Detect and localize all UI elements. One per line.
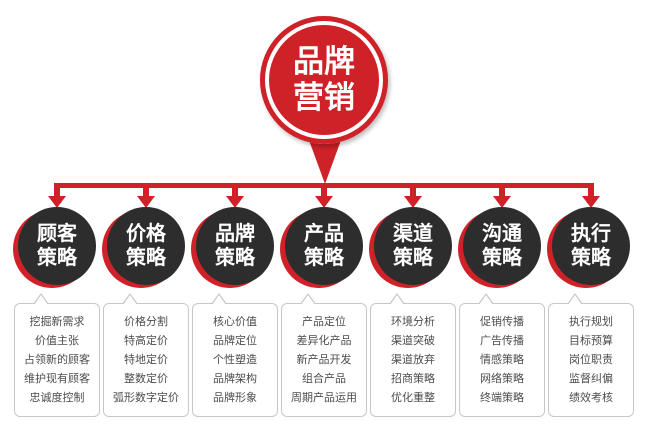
- strategy-bubble: 核心价值 品牌定位 个性塑造 品牌架构 品牌形象: [192, 293, 278, 417]
- down-arrow-head-icon: [315, 196, 333, 208]
- bubble-item: 品牌架构: [213, 373, 257, 385]
- bubble-item: 维护现有顾客: [24, 373, 90, 385]
- bubble-item: 岗位职责: [569, 354, 613, 366]
- strategy-circle: 执行 策略: [552, 207, 630, 285]
- bubble-item: 周期产品运用: [291, 392, 357, 404]
- bubble-item: 特地定价: [124, 354, 168, 366]
- down-arrow-head-icon: [493, 196, 511, 208]
- down-arrow: [499, 183, 505, 197]
- strategy-column-price: 价格 策略 价格分割 特高定价 特地定价 整数定价 弧形数字定价: [102, 183, 190, 428]
- bubble-item: 差异化产品: [296, 335, 352, 347]
- bubble-item: 忠诚度控制: [29, 392, 85, 404]
- strategy-circle: 价格 策略: [107, 207, 185, 285]
- bubble-item: 环境分析: [391, 316, 435, 328]
- bubble-item: 广告传播: [480, 335, 524, 347]
- down-arrow: [232, 183, 238, 197]
- bubble-item: 核心价值: [213, 316, 257, 328]
- strategy-circle: 顾客 策略: [18, 207, 96, 285]
- strategy-circle: 品牌 策略: [196, 207, 274, 285]
- strategy-circle: 沟通 策略: [463, 207, 541, 285]
- strategy-column-execution: 执行 策略 执行规划 目标预算 岗位职责 监督纠偏 绩效考核: [547, 183, 635, 428]
- down-arrow-head-icon: [404, 196, 422, 208]
- strategy-circle: 渠道 策略: [374, 207, 452, 285]
- bubble-item: 个性塑造: [213, 354, 257, 366]
- strategy-column-brand: 品牌 策略 核心价值 品牌定位 个性塑造 品牌架构 品牌形象: [191, 183, 279, 428]
- bubble-item: 终端策略: [480, 392, 524, 404]
- bubble-item: 渠道放弃: [391, 354, 435, 366]
- strategy-bubble: 执行规划 目标预算 岗位职责 监督纠偏 绩效考核: [548, 293, 634, 417]
- down-arrow-head-icon: [226, 196, 244, 208]
- bubble-item: 监督纠偏: [569, 373, 613, 385]
- down-arrow: [143, 183, 149, 197]
- bubble-item: 价格分割: [124, 316, 168, 328]
- bubble-item: 网络策略: [480, 373, 524, 385]
- bubble-item: 价值主张: [35, 335, 79, 347]
- strategy-circle: 产品 策略: [285, 207, 363, 285]
- bubble-item: 绩效考核: [569, 392, 613, 404]
- strategy-bubble: 产品定位 差异化产品 新产品开发 组合产品 周期产品运用: [281, 293, 367, 417]
- bubble-item: 招商策略: [391, 373, 435, 385]
- strategy-column-communication: 沟通 策略 促销传播 广告传播 情感策略 网络策略 终端策略: [458, 183, 546, 428]
- strategy-bubble: 价格分割 特高定价 特地定价 整数定价 弧形数字定价: [103, 293, 189, 417]
- bubble-item: 品牌形象: [213, 392, 257, 404]
- bubble-item: 品牌定位: [213, 335, 257, 347]
- down-arrow-head-icon: [48, 196, 66, 208]
- bubble-item: 整数定价: [124, 373, 168, 385]
- strategy-bubble: 促销传播 广告传播 情感策略 网络策略 终端策略: [459, 293, 545, 417]
- down-arrow: [410, 183, 416, 197]
- strategy-column-channel: 渠道 策略 环境分析 渠道突破 渠道放弃 招商策略 优化重整: [369, 183, 457, 428]
- strategy-column-product: 产品 策略 产品定位 差异化产品 新产品开发 组合产品 周期产品运用: [280, 183, 368, 428]
- down-arrow-head-icon: [582, 196, 600, 208]
- bubble-item: 挖掘新需求: [29, 316, 85, 328]
- bubble-item: 特高定价: [124, 335, 168, 347]
- bubble-item: 执行规划: [569, 316, 613, 328]
- bubble-item: 占领新的顾客: [24, 354, 90, 366]
- down-arrow: [588, 183, 594, 197]
- bubble-item: 组合产品: [302, 373, 346, 385]
- strategy-bubble: 环境分析 渠道突破 渠道放弃 招商策略 优化重整: [370, 293, 456, 417]
- brand-marketing-circle: 品牌 营销: [260, 16, 388, 144]
- bubble-item: 促销传播: [480, 316, 524, 328]
- down-arrow: [321, 183, 327, 197]
- bubble-item: 优化重整: [391, 392, 435, 404]
- bubble-item: 新产品开发: [296, 354, 352, 366]
- strategy-bubble: 挖掘新需求 价值主张 占领新的顾客 维护现有顾客 忠诚度控制: [14, 293, 100, 417]
- strategy-column-customer: 顾客 策略 挖掘新需求 价值主张 占领新的顾客 维护现有顾客 忠诚度控制: [13, 183, 101, 428]
- bubble-item: 目标预算: [569, 335, 613, 347]
- bubble-item: 情感策略: [480, 354, 524, 366]
- bubble-item: 弧形数字定价: [113, 392, 179, 404]
- down-arrow: [54, 183, 60, 197]
- bubble-item: 渠道突破: [391, 335, 435, 347]
- down-arrow-head-icon: [137, 196, 155, 208]
- bubble-item: 产品定位: [302, 316, 346, 328]
